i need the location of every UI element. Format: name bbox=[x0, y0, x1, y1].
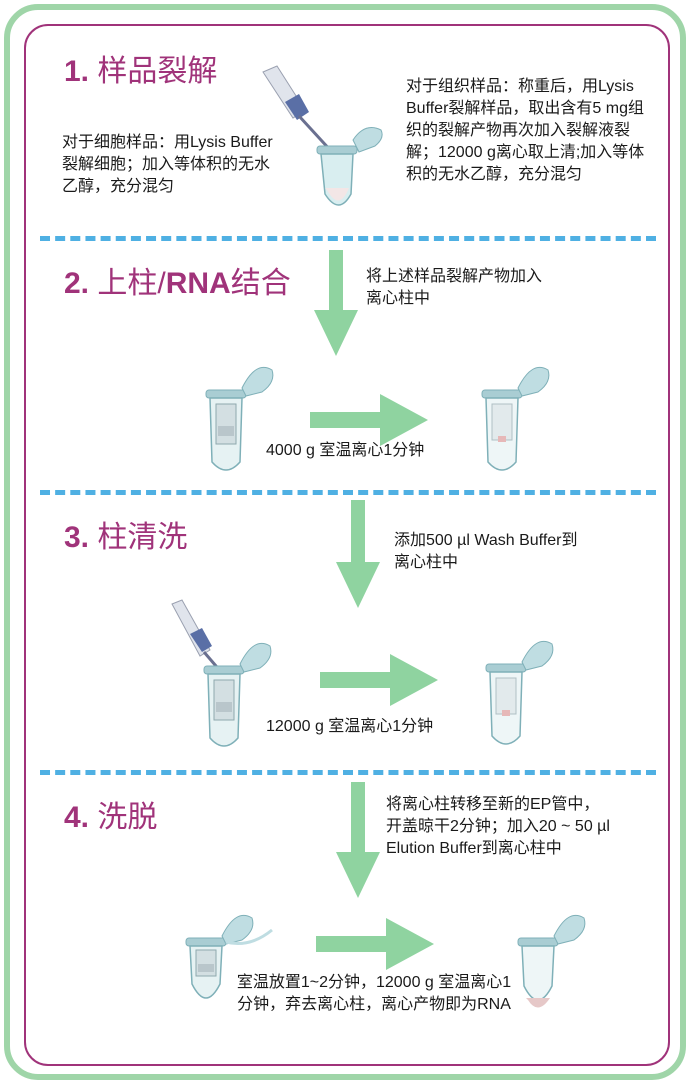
cell-sample-text: 对于细胞样品：用Lysis Buffer裂解细胞；加入等体积的无水乙醇，充分混匀 bbox=[62, 134, 273, 195]
inner-frame bbox=[24, 24, 670, 1066]
spin-column-tube-icon bbox=[185, 914, 273, 999]
right-arrow-icon bbox=[316, 918, 434, 970]
right-arrow-icon bbox=[320, 654, 438, 706]
tube-icon bbox=[316, 127, 383, 206]
step-2-centrifuge: 4000 g 室温离心1分钟 bbox=[266, 442, 425, 459]
section-divider bbox=[40, 490, 656, 495]
tissue-sample-text: 对于组织样品：称重后，用Lysis Buffer裂解样品，取出含有5 mg组织的… bbox=[406, 78, 645, 183]
step-3-title: 3. 柱清洗 bbox=[64, 512, 187, 556]
step-title-text: 样品裂解 bbox=[97, 55, 218, 88]
down-arrow-icon bbox=[336, 500, 380, 608]
step-3-instruction: 添加500 µl Wash Buffer到离心柱中 bbox=[394, 532, 578, 571]
right-arrow-icon bbox=[310, 394, 428, 446]
outer-frame bbox=[4, 4, 686, 1080]
down-arrow-icon bbox=[314, 250, 358, 356]
spin-column-tube-icon bbox=[203, 642, 272, 747]
pipette-tube-illustration bbox=[262, 65, 383, 206]
step-title-text: 洗脱 bbox=[97, 801, 158, 834]
step-2-title: 2. 上柱/RNA结合 bbox=[64, 258, 291, 302]
step-3-centrifuge: 12000 g 室温离心1分钟 bbox=[266, 718, 434, 735]
down-arrow-icon bbox=[336, 782, 380, 898]
step-4-centrifuge: 室温放置1~2分钟，12000 g 室温离心1分钟，弃去离心柱，离心产物即为RN… bbox=[236, 974, 512, 1013]
step-number: 2. bbox=[64, 267, 90, 300]
pipette-spin-column-illustration bbox=[171, 599, 272, 747]
section-divider bbox=[40, 236, 656, 241]
step-4-title: 4. 洗脱 bbox=[64, 792, 157, 836]
step-number: 1. bbox=[64, 55, 90, 88]
step-4-instruction: 将离心柱转移至新的EP管中，开盖晾干2分钟；加入20 ~ 50 µl Eluti… bbox=[386, 796, 610, 857]
step-1-title: 1. 样品裂解 bbox=[64, 46, 217, 90]
tube-icon bbox=[517, 914, 586, 1008]
section-divider bbox=[40, 770, 656, 775]
step-2-instruction: 将上述样品裂解产物加入离心柱中 bbox=[366, 268, 543, 307]
empty-tube-icon bbox=[481, 366, 550, 471]
step-title-text: 柱清洗 bbox=[97, 521, 188, 554]
step-number: 4. bbox=[64, 801, 90, 834]
step-title-bold: RNA bbox=[165, 267, 231, 300]
spin-column-tube-icon bbox=[205, 366, 274, 471]
step-number: 3. bbox=[64, 521, 90, 554]
step-title-prefix: 上柱/ bbox=[97, 267, 166, 300]
step-title-suffix: 结合 bbox=[230, 267, 291, 300]
empty-tube-icon bbox=[485, 640, 554, 745]
